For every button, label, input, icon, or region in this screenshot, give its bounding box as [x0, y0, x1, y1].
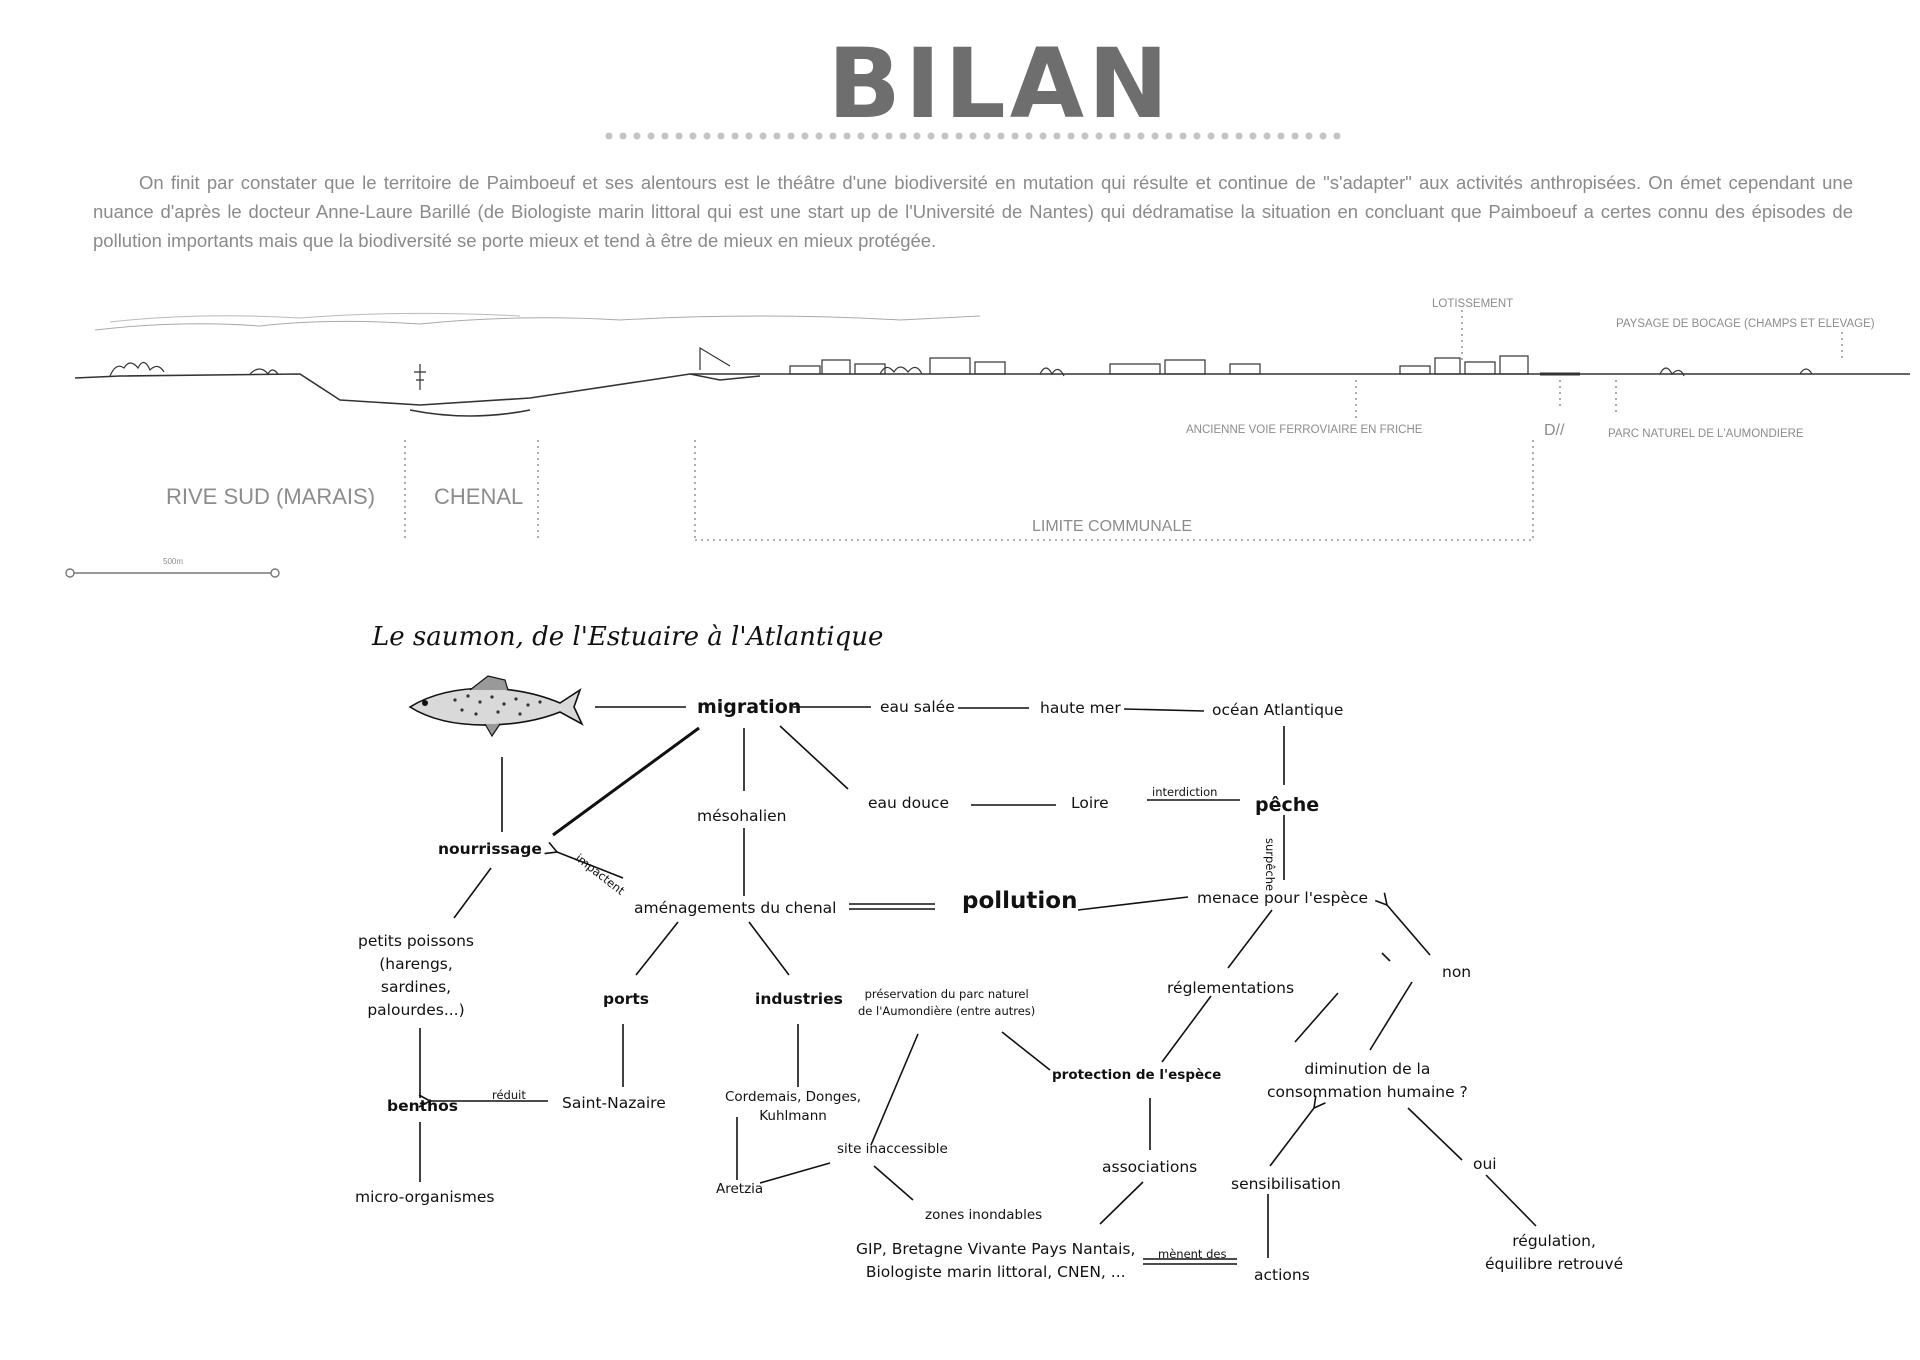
label-departementale: D//: [1544, 422, 1565, 439]
page-title: BILAN: [827, 28, 1173, 140]
node-migration: migration: [697, 696, 802, 718]
label-lotissement: LOTISSEMENT: [1432, 298, 1514, 310]
node-protection-espece: protection de l'espèce: [1052, 1067, 1222, 1083]
node-saint-nazaire: Saint-Nazaire: [562, 1094, 666, 1112]
node-petits-poissons: petits poissons (harengs, sardines, palo…: [358, 932, 475, 1019]
scale-bar: [65, 568, 280, 578]
node-associations: associations: [1102, 1158, 1198, 1176]
node-reglementations: réglementations: [1167, 979, 1295, 997]
node-eau-douce: eau douce: [868, 794, 949, 812]
scale-label: 500m: [163, 557, 184, 566]
node-loire: Loire: [1071, 794, 1109, 812]
landscape-section-drawing: [74, 310, 1910, 542]
node-peche: pêche: [1255, 794, 1320, 816]
edge-label-menent-des: mènent des: [1158, 1247, 1227, 1261]
node-non: non: [1442, 963, 1472, 981]
node-gip-associations: GIP, Bretagne Vivante Pays Nantais, Biol…: [856, 1240, 1136, 1281]
label-chenal: CHENAL: [434, 484, 524, 509]
node-ocean-atlantique: océan Atlantique: [1212, 701, 1344, 719]
intro-paragraph: On finit par constater que le territoire…: [93, 172, 1853, 251]
node-micro-organismes: micro-organismes: [355, 1188, 495, 1206]
dotted-divider: [602, 132, 1342, 140]
node-regulation: régulation, équilibre retrouvé: [1485, 1232, 1624, 1273]
node-diminution-consommation: diminution de la consommation humaine ?: [1267, 1060, 1468, 1101]
label-voie-ferroviaire: ANCIENNE VOIE FERROVIAIRE EN FRICHE: [1186, 424, 1423, 436]
node-preservation-parc: préservation du parc naturel de l'Aumond…: [858, 987, 1036, 1018]
node-zones-inondables: zones inondables: [925, 1207, 1043, 1223]
node-benthos: benthos: [387, 1097, 458, 1115]
node-ports: ports: [603, 990, 650, 1008]
edge-label-reduit: réduit: [492, 1088, 526, 1102]
node-eau-salee: eau salée: [880, 698, 955, 716]
node-aretzia: Aretzia: [716, 1181, 764, 1197]
node-industries: industries: [755, 990, 843, 1008]
node-amenagements-chenal: aménagements du chenal: [634, 899, 837, 917]
node-haute-mer: haute mer: [1040, 699, 1121, 717]
node-cordemais: Cordemais, Donges, Kuhlmann: [725, 1089, 862, 1124]
node-oui: oui: [1473, 1155, 1497, 1173]
node-menace: menace pour l'espèce: [1197, 889, 1368, 907]
concept-map-edges: [408, 675, 1537, 1265]
concept-map-title: Le saumon, de l'Estuaire à l'Atlantique: [372, 622, 884, 652]
label-bocage: PAYSAGE DE BOCAGE (CHAMPS ET ELEVAGE): [1616, 318, 1875, 330]
node-mesohalien: mésohalien: [697, 807, 787, 825]
node-sensibilisation: sensibilisation: [1231, 1175, 1341, 1193]
salmon-icon: [408, 675, 584, 738]
node-pollution: pollution: [962, 888, 1078, 914]
label-rive-sud: RIVE SUD (MARAIS): [166, 484, 376, 509]
label-parc-naturel: PARC NATUREL DE L'AUMONDIERE: [1608, 428, 1804, 440]
node-nourrissage: nourrissage: [438, 840, 542, 858]
edge-label-interdiction: interdiction: [1152, 785, 1218, 799]
node-site-inaccessible: site inaccessible: [837, 1141, 948, 1157]
label-limite-communale: LIMITE COMMUNALE: [1032, 518, 1193, 535]
node-actions: actions: [1254, 1266, 1310, 1284]
edge-label-surpeche: surpêche: [1263, 838, 1277, 892]
